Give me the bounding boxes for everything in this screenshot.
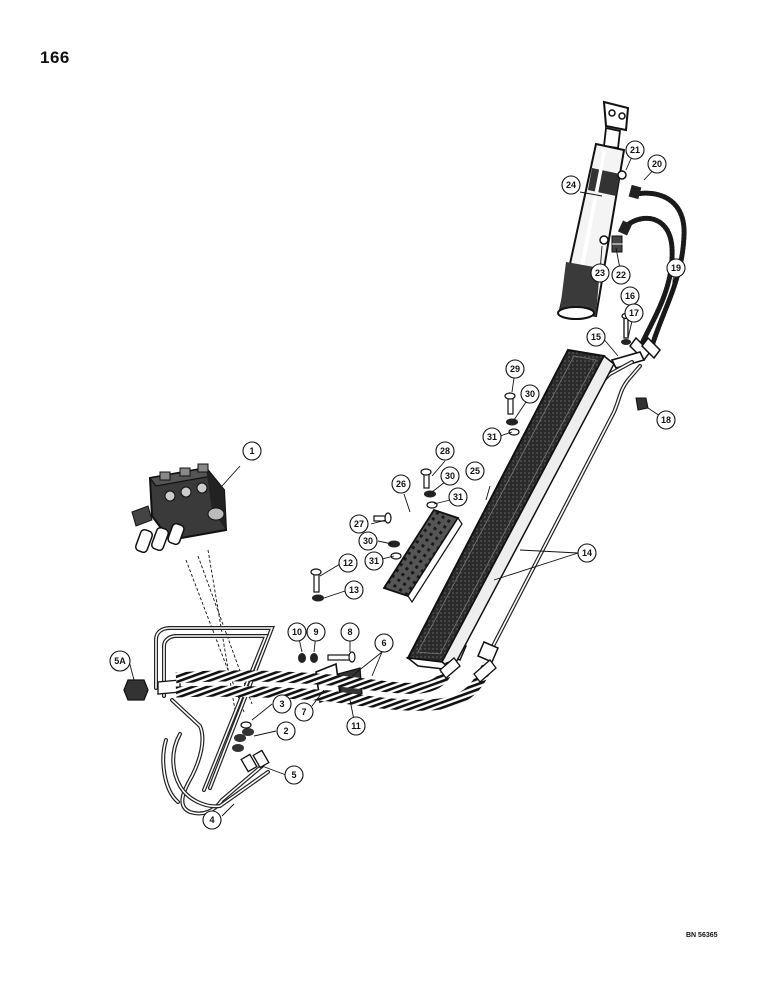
callout-30-upper: 30 [520,384,540,404]
control-valve [131,463,228,554]
cap-fitting [123,679,149,701]
callout-10: 10 [287,622,307,642]
callout-31-lower-label: 31 [369,556,379,566]
callout-23-label: 23 [595,268,605,278]
callout-3-label: 3 [279,699,284,709]
callout-8: 8 [340,622,360,642]
callout-22: 22 [611,265,631,285]
callout-26-label: 26 [396,479,406,489]
tube-bracket [610,312,649,411]
callout-31-upper: 31 [482,427,502,447]
callout-19-label: 19 [671,263,681,273]
callout-14-label: 14 [582,548,592,558]
callout-20: 20 [647,154,667,174]
callout-6-label: 6 [381,638,386,648]
callout-31-middle-label: 31 [453,492,463,502]
callout-27-label: 27 [354,519,364,529]
callout-15: 15 [586,327,606,347]
callout-30-middle: 30 [440,466,460,486]
callout-18-label: 18 [661,415,671,425]
hydraulic-cylinder [557,100,630,320]
callout-4: 4 [202,810,222,830]
callout-leaders [128,151,675,817]
callout-9-label: 9 [313,627,318,637]
callout-7-label: 7 [301,707,306,717]
callout-21: 21 [625,140,645,160]
callout-5: 5 [284,765,304,785]
callout-14: 14 [577,543,597,563]
callout-29: 29 [505,359,525,379]
callout-11-label: 11 [351,721,361,731]
callout-21-label: 21 [630,145,640,155]
callout-27: 27 [349,514,369,534]
callout-8-label: 8 [347,627,352,637]
cylinder-hoses [617,184,687,362]
callout-15-label: 15 [591,332,601,342]
callout-7: 7 [294,702,314,722]
callout-1-label: 1 [249,446,254,456]
callout-2: 2 [276,721,296,741]
callout-5a: 5A [109,650,131,672]
page-number: 166 [40,48,70,67]
bent-tube [154,626,275,816]
tread-plate [382,508,463,604]
callout-30-lower-label: 30 [363,536,373,546]
callout-13-label: 13 [349,585,359,595]
callout-4-label: 4 [209,815,214,825]
callout-3: 3 [272,694,292,714]
hose-assembly [157,657,497,711]
callout-5a-label: 5A [114,656,126,666]
callout-12: 12 [338,553,358,573]
callout-18: 18 [656,410,676,430]
callout-25-label: 25 [470,466,480,476]
callout-30-lower: 30 [358,531,378,551]
callout-31-upper-label: 31 [487,432,497,442]
callout-20-label: 20 [652,159,662,169]
callout-30-middle-label: 30 [445,471,455,481]
callout-24-label: 24 [566,180,576,190]
callout-19: 19 [666,258,686,278]
diagram-reference-number: BN 56365 [686,932,718,939]
callout-12-label: 12 [343,558,353,568]
callout-17-label: 17 [629,308,639,318]
callout-11: 11 [346,716,366,736]
callout-24: 24 [561,175,581,195]
callout-23: 23 [590,263,610,283]
callout-9: 9 [306,622,326,642]
callout-30-upper-label: 30 [525,389,535,399]
callout-31-middle: 31 [448,487,468,507]
callout-2-label: 2 [283,726,288,736]
callout-29-label: 29 [510,364,520,374]
callout-10-label: 10 [292,627,302,637]
callout-26: 26 [391,474,411,494]
callout-25: 25 [465,461,485,481]
callout-28-label: 28 [440,446,450,456]
callout-17: 17 [624,303,644,323]
callout-6: 6 [374,633,394,653]
callout-16: 16 [620,286,640,306]
callout-31-lower: 31 [364,551,384,571]
callout-1: 1 [242,441,262,461]
callout-28: 28 [435,441,455,461]
callout-13: 13 [344,580,364,600]
callout-5-label: 5 [291,770,296,780]
callout-16-label: 16 [625,291,635,301]
callout-22-label: 22 [616,270,626,280]
